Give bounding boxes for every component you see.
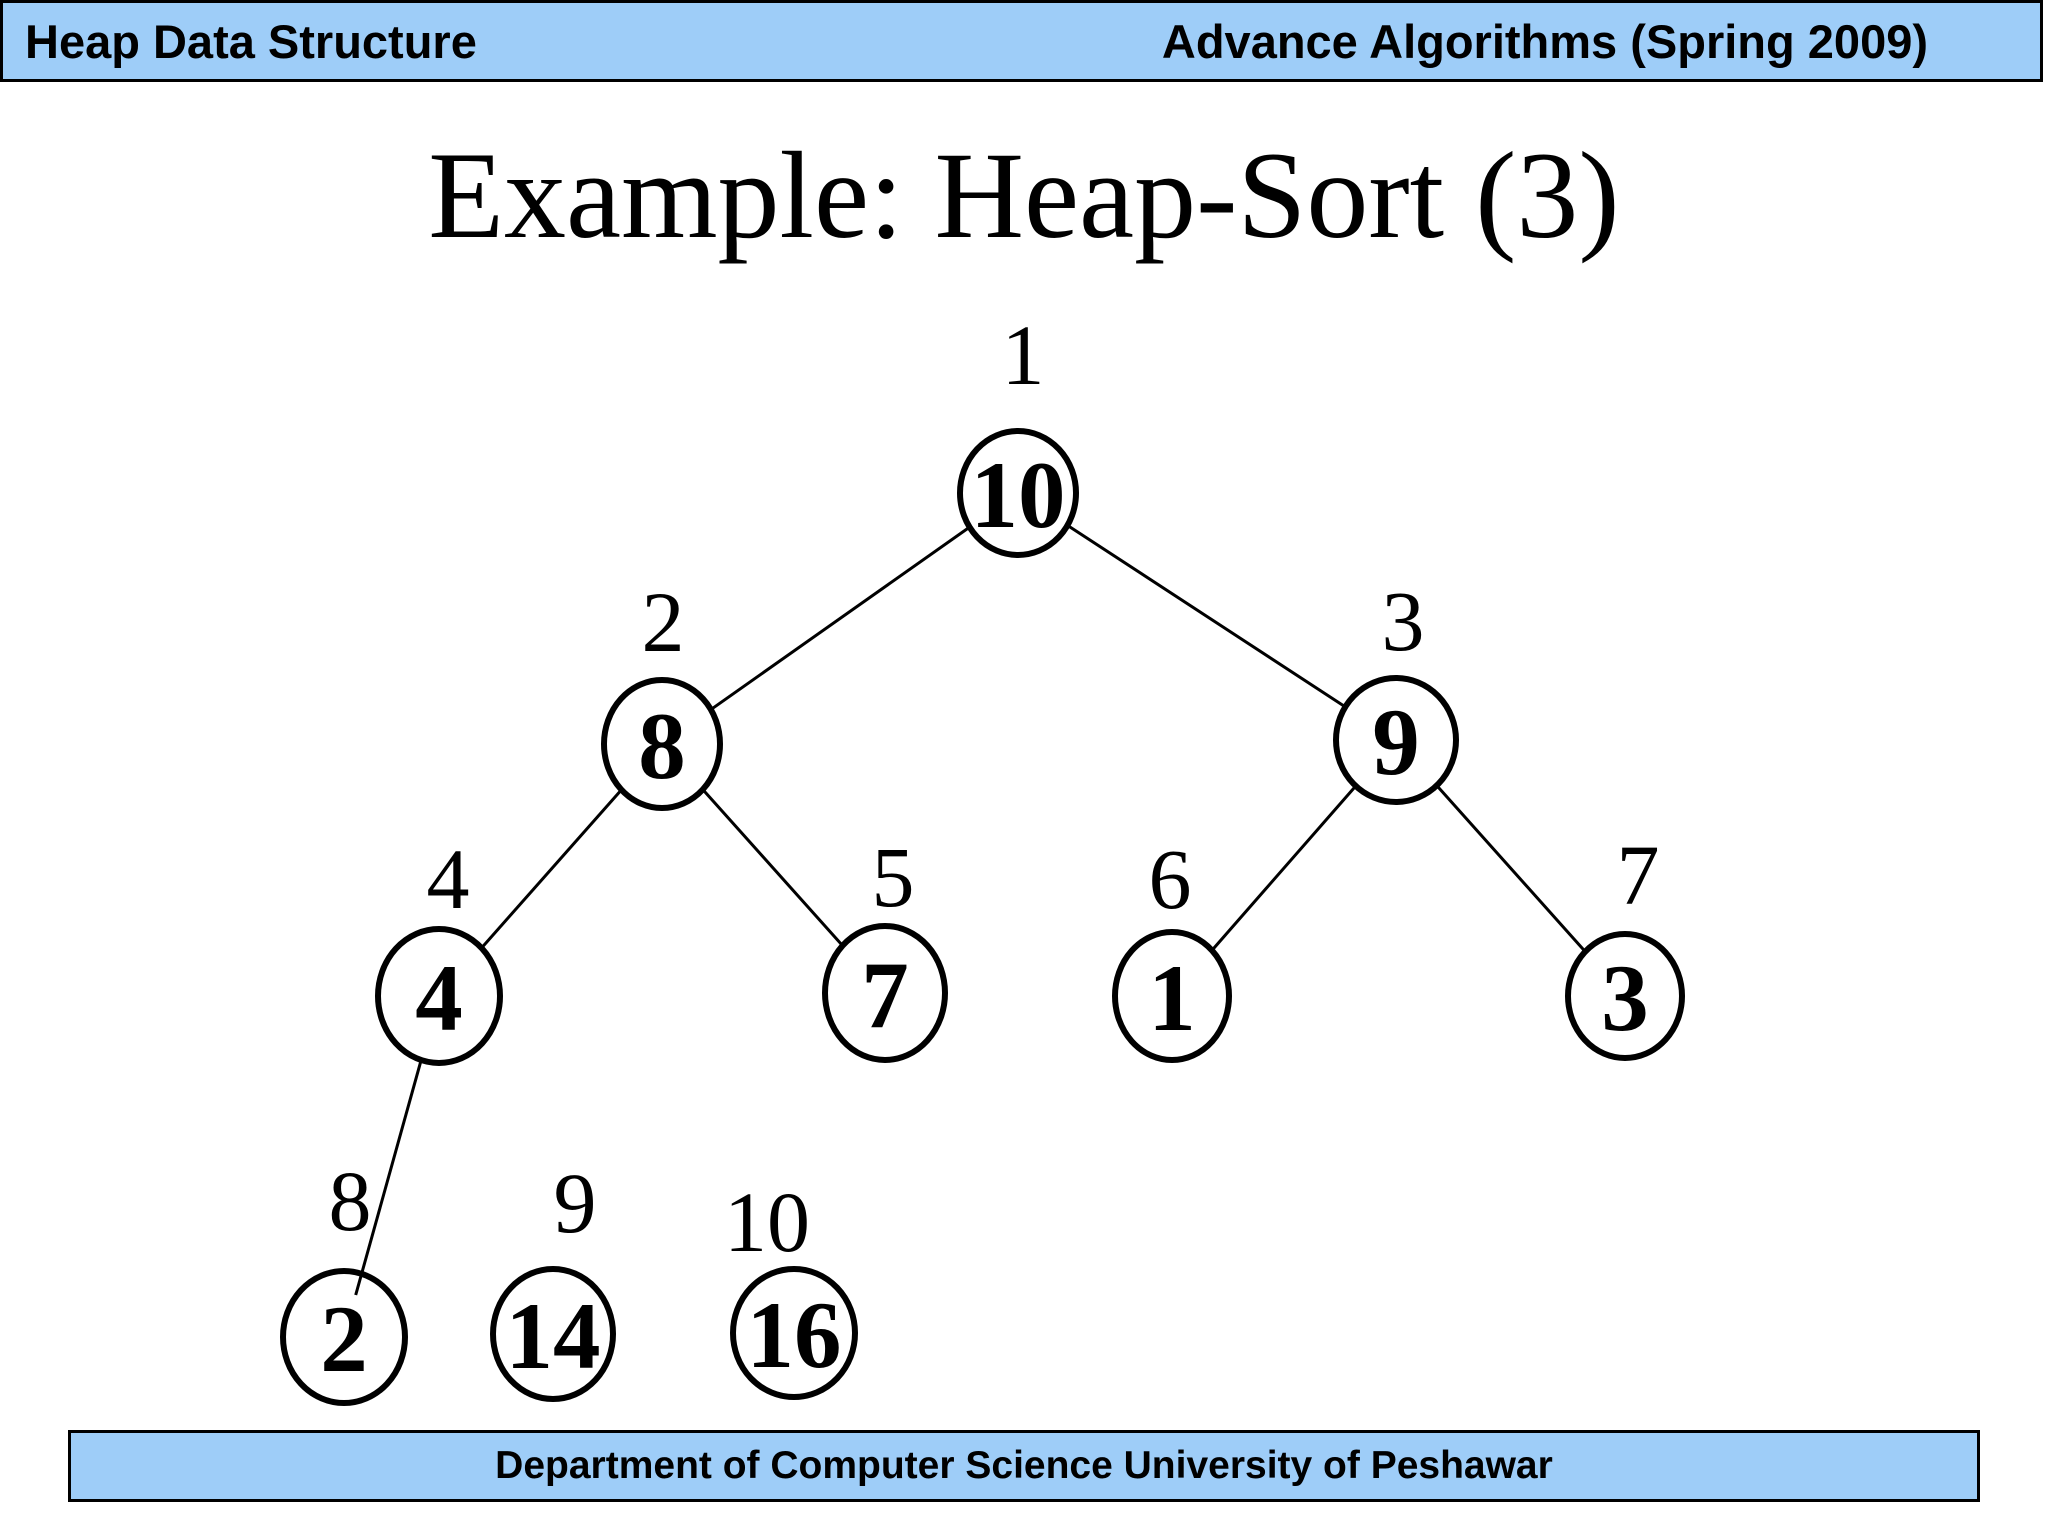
node-index-label: 1 <box>1002 307 1045 403</box>
node-index-label: 3 <box>1382 573 1425 669</box>
tree-edge <box>480 788 623 949</box>
tree-edge <box>710 525 971 711</box>
node-value: 1 <box>1148 945 1196 1051</box>
node-value: 10 <box>971 442 1066 548</box>
header-left-title: Heap Data Structure <box>25 14 477 68</box>
tree-node-circle <box>375 926 503 1066</box>
node-index-label: 10 <box>724 1174 810 1270</box>
footer-text: Department of Computer Science Universit… <box>495 1444 1553 1487</box>
node-index-label: 5 <box>872 829 915 925</box>
tree-edge <box>354 1059 423 1296</box>
tree-node-circle <box>730 1266 858 1400</box>
node-index-label: 7 <box>1617 827 1660 923</box>
node-index-label: 9 <box>554 1155 597 1251</box>
tree-node-circle <box>1565 931 1685 1061</box>
node-value: 16 <box>747 1282 842 1388</box>
node-value: 14 <box>506 1283 601 1389</box>
node-index-label: 2 <box>642 574 685 670</box>
tree-node-circle <box>957 428 1079 558</box>
tree-nodes-group <box>280 428 1685 1406</box>
tree-edges-group <box>354 524 1587 1296</box>
header-bar: Heap Data Structure Advance Algorithms (… <box>0 0 2043 82</box>
header-right-title: Advance Algorithms (Spring 2009) <box>1161 14 1928 68</box>
node-value: 3 <box>1601 945 1649 1051</box>
tree-node-circle <box>601 677 723 811</box>
node-value: 2 <box>320 1286 368 1392</box>
tree-node-circle <box>490 1266 616 1402</box>
node-index-label: 6 <box>1149 831 1192 927</box>
tree-edge <box>1210 785 1357 952</box>
tree-edge <box>701 788 844 947</box>
node-value: 7 <box>861 942 909 1048</box>
tree-node-circle <box>1112 929 1232 1063</box>
tree-node-circle <box>280 1268 408 1406</box>
tree-edge <box>1435 784 1587 953</box>
node-index-label: 8 <box>329 1153 372 1249</box>
footer-bar: Department of Computer Science Universit… <box>68 1430 1980 1502</box>
node-value: 9 <box>1372 689 1420 795</box>
slide-title: Example: Heap-Sort (3) <box>428 127 1620 264</box>
tree-node-circle <box>1333 675 1459 805</box>
node-index-label: 4 <box>427 831 470 927</box>
node-value: 8 <box>638 693 686 799</box>
tree-edge <box>1066 524 1347 709</box>
tree-node-circle <box>822 923 948 1063</box>
node-value: 4 <box>415 945 463 1051</box>
